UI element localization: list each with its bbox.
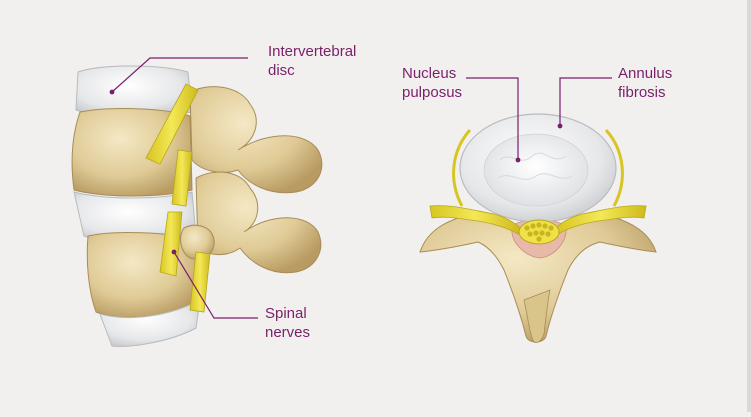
upper-spinal-nerve xyxy=(145,83,199,165)
intervertebral-disc-marker xyxy=(109,89,115,95)
spinous-process xyxy=(523,289,551,343)
right-nerve-root-curve xyxy=(604,128,624,207)
nucleus-pulposus-label-line2: pulposus xyxy=(402,84,463,101)
spinal-nerves-label: Spinal nerves xyxy=(265,304,310,342)
annulus-fibrosis-label-line2: fibrosis xyxy=(618,84,666,101)
left-nerve-root-curve xyxy=(452,128,472,207)
nucleus-pulposus-leader xyxy=(466,77,519,160)
nerve-root-branch xyxy=(189,251,211,313)
lower-spinal-nerve xyxy=(159,211,183,277)
nerve-fibers xyxy=(524,222,554,242)
intervertebral-disc-leader xyxy=(111,57,248,93)
annulus-fibrosis-label-line1: Annulus xyxy=(618,65,673,82)
page-edge-divider xyxy=(747,0,751,412)
lower-spinous-process xyxy=(195,171,322,274)
annulus-fibrosis-leader xyxy=(559,77,612,126)
spinal-nerves-label-line2: nerves xyxy=(265,324,311,341)
intervertebral-disc-label: Intervertebral disc xyxy=(268,42,356,80)
lower-intervertebral-disc xyxy=(99,299,201,347)
intervertebral-disc-label-line1: Intervertebral xyxy=(268,43,357,60)
annulus-fibrosis-marker xyxy=(557,123,563,129)
nucleus-pulposus-label-line1: Nucleus xyxy=(402,65,457,82)
upper-spinous-process xyxy=(189,86,323,194)
nucleus-pulposus-marker xyxy=(515,157,521,163)
lateral-spine-view xyxy=(71,57,323,347)
nucleus-texture xyxy=(497,152,573,180)
cauda-equina xyxy=(518,219,560,245)
nucleus-pulposus xyxy=(483,133,589,207)
spinal-nerves-label-line1: Spinal xyxy=(265,305,307,322)
intervertebral-disc-label-line2: disc xyxy=(268,62,295,79)
spinal-nerves-leader xyxy=(173,251,258,319)
spinal-nerves-marker xyxy=(171,249,177,255)
axial-vertebra-view xyxy=(419,77,657,343)
nucleus-pulposus-label: Nucleus pulposus xyxy=(402,64,462,102)
annulus-fibrosis-label: Annulus fibrosis xyxy=(618,64,672,102)
spinal-cord-segment xyxy=(171,149,193,207)
